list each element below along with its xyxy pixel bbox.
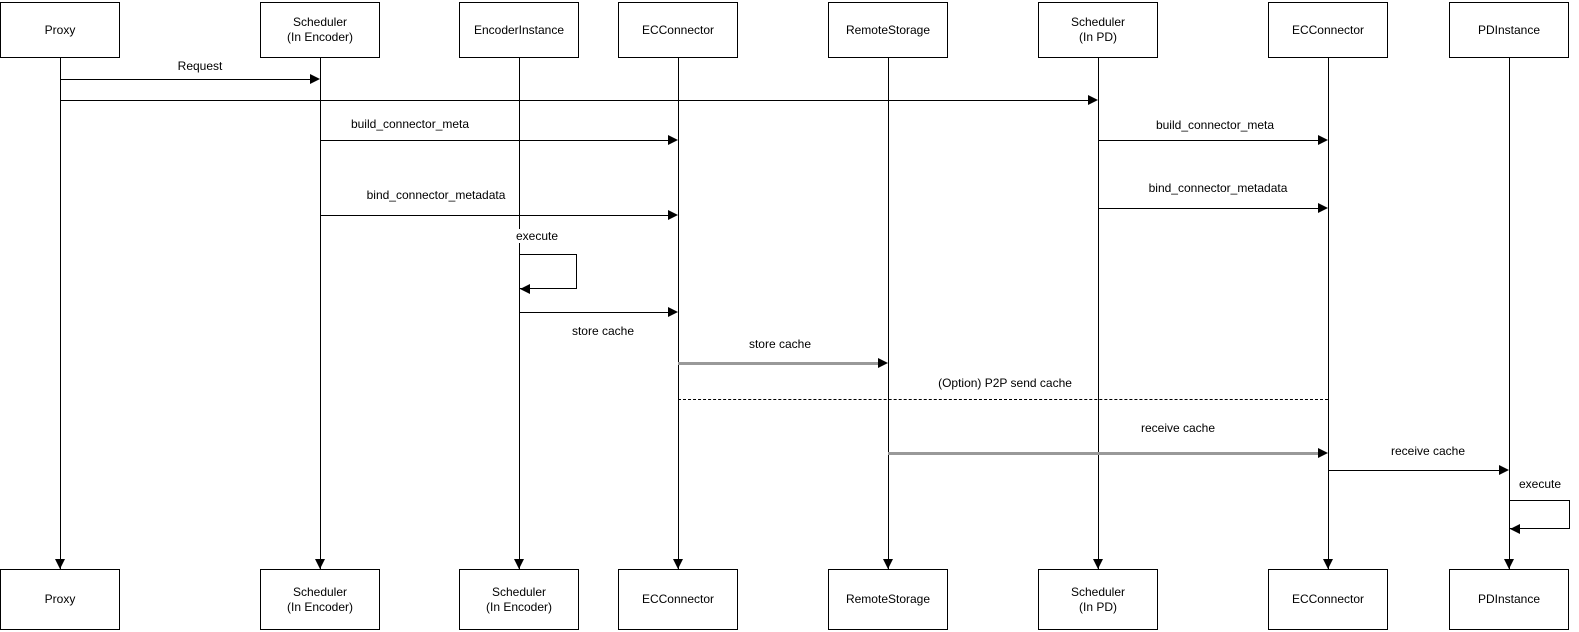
message-execute-pd-label: execute <box>1516 477 1564 491</box>
message-store-cache-2-arrowhead-icon <box>878 358 888 368</box>
message-execute-pd-arrowhead-icon <box>1510 524 1520 534</box>
message-receive-cache-1-label: receive cache <box>1138 421 1218 435</box>
message-p2p-send-cache-line <box>678 399 1328 400</box>
message-execute-encoder-self-loop <box>519 254 577 289</box>
message-bind-connector-metadata-left-label: bind_connector_metadata <box>364 188 508 202</box>
lifeline-end-arrow-icon <box>55 559 65 569</box>
actor-bottom-ecconnector-encoder: ECConnector <box>618 569 738 630</box>
actor-top-ecconnector-encoder: ECConnector <box>618 2 738 58</box>
message-execute-encoder-label: execute <box>513 229 561 243</box>
message-execute-encoder-arrowhead-icon <box>520 284 530 294</box>
message-request-label: Request <box>175 59 225 73</box>
message-store-cache-2-label: store cache <box>746 337 814 351</box>
message-store-cache-2-arrow <box>678 362 878 365</box>
actor-bottom-scheduler-pd: Scheduler (In PD) <box>1038 569 1158 630</box>
message-receive-cache-1-arrow <box>888 452 1318 455</box>
lifeline-ecconnector-encoder <box>678 58 679 569</box>
message-build-connector-meta-right-label: build_connector_meta <box>1153 118 1277 132</box>
lifeline-encoder-instance <box>519 58 520 569</box>
message-build-connector-meta-left-label: build_connector_meta <box>348 117 472 131</box>
lifeline-scheduler-pd <box>1098 58 1099 569</box>
lifeline-remote-storage <box>888 58 889 569</box>
message-receive-cache-1-arrowhead-icon <box>1318 448 1328 458</box>
message-receive-cache-2-arrow <box>1328 470 1499 471</box>
message-build-connector-meta-left-arrowhead-icon <box>668 135 678 145</box>
lifeline-ecconnector-pd <box>1328 58 1329 569</box>
lifeline-end-arrow-icon <box>1504 559 1514 569</box>
actor-top-scheduler-encoder: Scheduler (In Encoder) <box>260 2 380 58</box>
lifeline-end-arrow-icon <box>883 559 893 569</box>
message-receive-cache-2-arrowhead-icon <box>1499 465 1509 475</box>
lifeline-scheduler-encoder <box>320 58 321 569</box>
actor-bottom-proxy: Proxy <box>0 569 120 630</box>
message-bind-connector-metadata-right-arrow <box>1098 208 1318 209</box>
message-store-cache-1-arrowhead-icon <box>668 307 678 317</box>
message-bind-connector-metadata-left-arrow <box>320 215 668 216</box>
message-execute-pd-self-loop <box>1509 500 1570 529</box>
lifeline-end-arrow-icon <box>1093 559 1103 569</box>
message-bind-connector-metadata-right-label: bind_connector_metadata <box>1146 181 1290 195</box>
actor-bottom-ecconnector-pd: ECConnector <box>1268 569 1388 630</box>
actor-bottom-pd-instance: PDInstance <box>1449 569 1569 630</box>
message-receive-cache-2-label: receive cache <box>1388 444 1468 458</box>
message-store-cache-1-arrow <box>519 312 668 313</box>
lifeline-end-arrow-icon <box>315 559 325 569</box>
actor-bottom-scheduler-encoder-2: Scheduler (In Encoder) <box>459 569 579 630</box>
actor-top-ecconnector-pd: ECConnector <box>1268 2 1388 58</box>
actor-bottom-remote-storage: RemoteStorage <box>828 569 948 630</box>
message-p2p-send-cache-label: (Option) P2P send cache <box>936 376 1074 390</box>
lifeline-pd-instance <box>1509 58 1510 569</box>
message-request-arrow <box>60 79 310 80</box>
lifeline-end-arrow-icon <box>1323 559 1333 569</box>
lifeline-end-arrow-icon <box>514 559 524 569</box>
message-bind-connector-metadata-left-arrowhead-icon <box>668 210 678 220</box>
message-store-cache-1-label: store cache <box>569 324 637 338</box>
message-proxy-to-scheduler-pd-arrowhead-icon <box>1088 95 1098 105</box>
message-build-connector-meta-right-arrow <box>1098 140 1318 141</box>
lifeline-proxy <box>60 58 61 569</box>
message-build-connector-meta-right-arrowhead-icon <box>1318 135 1328 145</box>
actor-top-proxy: Proxy <box>0 2 120 58</box>
actor-top-encoder-instance: EncoderInstance <box>459 2 579 58</box>
lifeline-end-arrow-icon <box>673 559 683 569</box>
message-bind-connector-metadata-right-arrowhead-icon <box>1318 203 1328 213</box>
message-proxy-to-scheduler-pd-arrow <box>60 100 1088 101</box>
actor-top-remote-storage: RemoteStorage <box>828 2 948 58</box>
actor-top-scheduler-pd: Scheduler (In PD) <box>1038 2 1158 58</box>
message-request-arrowhead-icon <box>310 74 320 84</box>
actor-top-pd-instance: PDInstance <box>1449 2 1569 58</box>
message-build-connector-meta-left-arrow <box>320 140 668 141</box>
actor-bottom-scheduler-encoder: Scheduler (In Encoder) <box>260 569 380 630</box>
